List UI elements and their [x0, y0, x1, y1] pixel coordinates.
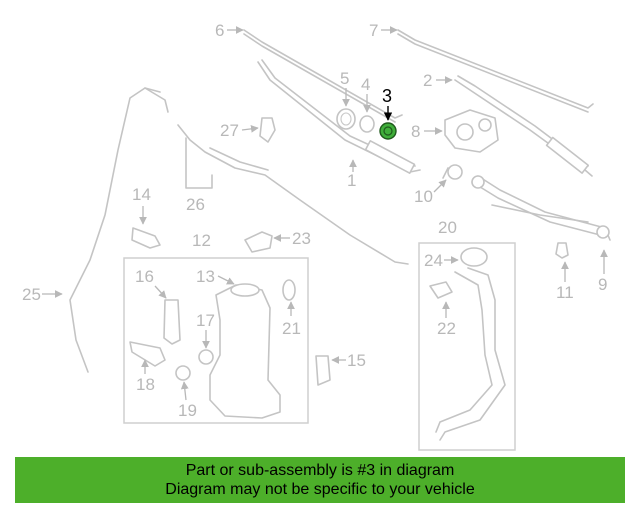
part-20-filler-neck	[435, 267, 506, 441]
part-13-reservoir	[209, 283, 281, 419]
callout-16[interactable]: 16	[135, 267, 154, 286]
part-25-washer-hose	[69, 87, 169, 373]
callout-15[interactable]: 15	[347, 351, 366, 370]
callout-12[interactable]: 12	[192, 231, 211, 250]
part-27-clip	[259, 117, 276, 143]
callout-24[interactable]: 24	[424, 251, 443, 270]
callout-3-highlighted[interactable]: 3	[382, 86, 392, 106]
group-box-12	[123, 257, 309, 424]
wiper-blade-left	[243, 29, 403, 123]
part-4-nut	[359, 115, 375, 133]
part-21-sensor	[282, 279, 296, 301]
part-26-washer-hose	[177, 124, 409, 265]
callout-6[interactable]: 6	[215, 21, 224, 40]
part-8-wiper-motor	[444, 109, 499, 153]
callout-14[interactable]: 14	[132, 185, 151, 204]
callout-11[interactable]: 11	[556, 283, 574, 302]
callout-20[interactable]: 20	[438, 218, 457, 237]
part-15-clip	[315, 355, 331, 386]
part-16-pump	[163, 299, 181, 345]
callout-27[interactable]: 27	[220, 121, 239, 140]
callout-7[interactable]: 7	[369, 21, 378, 40]
callout-5[interactable]: 5	[340, 69, 349, 88]
callout-21[interactable]: 21	[282, 319, 301, 338]
part-9-wiper-linkage	[471, 175, 611, 241]
part-19-seal	[175, 365, 191, 381]
callout-17[interactable]: 17	[196, 311, 215, 330]
callout-1[interactable]: 1	[347, 171, 356, 190]
part-10-grommet	[442, 164, 463, 180]
part-11-bolt	[555, 242, 569, 259]
info-banner: Part or sub-assembly is #3 in diagram Di…	[15, 457, 625, 503]
callout-2[interactable]: 2	[423, 71, 432, 90]
callout-13[interactable]: 13	[196, 267, 215, 286]
wiper-arm-right	[454, 75, 593, 177]
group-box-20	[418, 242, 516, 451]
callout-25[interactable]: 25	[22, 285, 41, 304]
wiper-arm-left	[257, 59, 421, 174]
banner-line-1: Part or sub-assembly is #3 in diagram	[185, 462, 455, 479]
callout-18[interactable]: 18	[136, 375, 155, 394]
callout-22[interactable]: 22	[437, 319, 456, 338]
part-22-clip	[429, 281, 453, 299]
part-14-nozzle	[131, 227, 161, 249]
callout-19[interactable]: 19	[178, 401, 197, 420]
part-23-bracket	[244, 231, 273, 253]
parts-diagram: 1 2 3 4 5 6 7 8 9 10 11 12 13 14 15 16 1…	[22, 21, 611, 451]
callout-4[interactable]: 4	[361, 75, 370, 94]
banner-line-2: Diagram may not be specific to your vehi…	[165, 481, 475, 498]
part-5-cap	[336, 108, 356, 130]
part-24-cap	[460, 247, 488, 267]
wiper-blade-right	[397, 29, 594, 113]
part-18-pump	[129, 341, 166, 367]
callout-26[interactable]: 26	[186, 195, 205, 214]
callout-10[interactable]: 10	[414, 187, 433, 206]
callout-23[interactable]: 23	[292, 229, 311, 248]
part-3-highlighted	[379, 122, 397, 140]
callout-9[interactable]: 9	[598, 275, 607, 294]
part-17-seal	[198, 349, 214, 365]
callout-8[interactable]: 8	[411, 122, 420, 141]
